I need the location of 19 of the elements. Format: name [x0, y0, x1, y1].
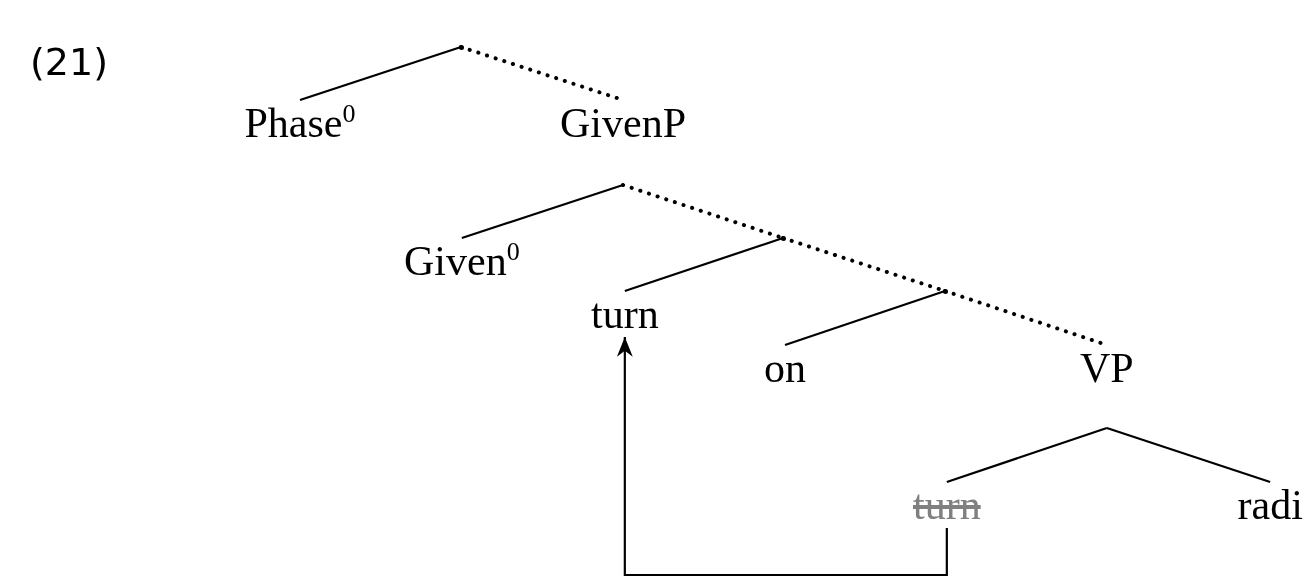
tree-node-label: Phase$^{0}$	[244, 100, 356, 146]
branch-line	[946, 426, 1108, 484]
tree-node-label: VP	[1080, 345, 1134, 428]
branch-line	[461, 183, 624, 240]
branch-point	[780, 235, 786, 241]
branch-line	[1106, 426, 1271, 484]
tree-node-label: Given$^{0}$	[404, 238, 520, 284]
tree-node-label: turn	[913, 482, 981, 528]
movement-arrow	[616, 337, 948, 577]
branch-line	[784, 289, 946, 347]
branch-point	[458, 44, 464, 50]
example-number: (21)	[30, 40, 108, 84]
tree-node-label: on	[764, 345, 806, 391]
tree-node-label: turn	[591, 291, 659, 337]
branch-point	[942, 288, 948, 294]
tree-node-label: GivenP	[560, 100, 686, 185]
branch-line	[624, 236, 784, 293]
tree-node-label: radi	[1237, 482, 1303, 528]
branch-line	[299, 45, 462, 102]
